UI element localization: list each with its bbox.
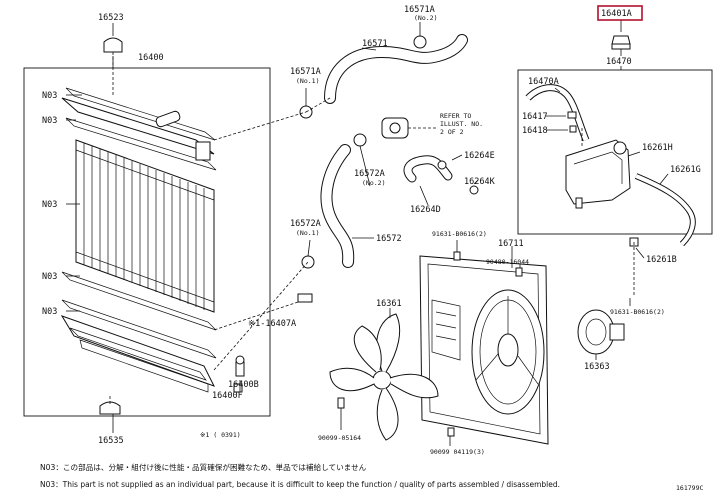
inlet-neck[interactable]	[195, 141, 211, 161]
label-16571: 16571	[362, 39, 388, 49]
drain-plug[interactable]	[233, 383, 243, 393]
radiator-assembly	[23, 37, 313, 417]
label-16261h: 16261H	[642, 143, 673, 153]
hose-clamp[interactable]	[437, 160, 447, 170]
label-16470a: 16470A	[528, 77, 559, 87]
hose-clamp[interactable]	[301, 255, 315, 269]
label-90099-05164: 90099-05164	[318, 434, 361, 442]
label-16261g: 16261G	[670, 165, 701, 175]
refer-text-1: REFER TO	[440, 112, 471, 120]
label-16264d: 16264D	[410, 205, 441, 215]
part-labels: 16523 16400 16571A (No.2) 16401A 16470 1…	[42, 5, 701, 456]
label-16400: 16400	[138, 53, 164, 63]
label-n03: N03	[42, 307, 57, 317]
label-16572a-no2: 16572A	[354, 169, 385, 179]
note-japanese: N03：この部品は、分解・組付け後に性能・品質確保が困難なため、単品では補給して…	[40, 462, 367, 472]
star-note: ※1 ( 0391)	[200, 431, 241, 439]
nut[interactable]	[337, 397, 345, 409]
footer-notes: N03：この部品は、分解・組付け後に性能・品質確保が困難なため、単品では補給して…	[40, 462, 703, 492]
radiator-core[interactable]	[75, 139, 215, 313]
label-91631-b0616-right: 91631-B0616(2)	[610, 308, 665, 316]
reservoir-group-frame	[517, 69, 713, 235]
hose-clamp[interactable]	[469, 185, 479, 195]
lower-support-cushion[interactable]	[99, 401, 121, 415]
label-16261b: 16261B	[646, 255, 677, 265]
highlight-box-16401a	[597, 5, 643, 21]
left-leaders	[66, 23, 241, 433]
diagram-id: 161799C	[676, 484, 703, 492]
fan-shroud-group	[329, 240, 631, 446]
label-n03: N03	[42, 200, 57, 210]
label-16571a-no2: 16571A	[404, 5, 435, 15]
label-n03: N03	[42, 91, 57, 101]
fan-blade[interactable]	[329, 313, 439, 441]
reservoir-cap[interactable]	[611, 35, 631, 45]
label-16264k: 16264K	[464, 177, 496, 187]
hose-clamp[interactable]	[353, 133, 367, 147]
refer-text-2: ILLUST. NO.	[440, 120, 483, 128]
label-16470: 16470	[606, 57, 632, 67]
label-90480-16044: 90480-16044	[486, 258, 529, 266]
label-16400f: 16400F	[212, 391, 243, 401]
label-16571a-no1: 16571A	[290, 67, 321, 77]
reservoir-tank[interactable]	[565, 139, 631, 205]
bolt[interactable]	[447, 427, 455, 437]
label-16264e: 16264E	[464, 151, 495, 161]
hose-clamp[interactable]	[413, 35, 427, 49]
label-16418: 16418	[522, 126, 548, 136]
label-16711: 16711	[498, 239, 524, 249]
label-16572a-no2-sub: (No.2)	[362, 179, 385, 187]
label-16361: 16361	[376, 299, 402, 309]
label-16407a: ※1-16407A	[248, 319, 296, 329]
bolt[interactable]	[453, 251, 461, 261]
label-16571a-no2-sub: (No.2)	[414, 14, 437, 22]
temp-switch[interactable]	[297, 293, 313, 303]
label-91631-b0616-top: 91631-B0616(2)	[432, 230, 487, 238]
radiator-group-frame	[23, 67, 271, 417]
label-16401a[interactable]: 16401A	[601, 9, 632, 19]
hose-leaders	[305, 22, 479, 257]
core-fins	[83, 143, 205, 310]
label-n03: N03	[42, 272, 57, 282]
label-16535: 16535	[98, 436, 124, 446]
label-16363: 16363	[584, 362, 610, 372]
bolt[interactable]	[569, 125, 577, 133]
note-english: N03：This part is not supplied as an indi…	[40, 480, 560, 489]
label-16400b: 16400B	[228, 380, 259, 390]
upper-support-cushion[interactable]	[103, 37, 123, 53]
refer-text-3: 2 OF 2	[440, 128, 464, 136]
upper-tank[interactable]	[61, 97, 215, 155]
label-16572: 16572	[376, 234, 402, 244]
fan-motor[interactable]	[577, 309, 615, 355]
label-16572a-no1-sub: (No.1)	[296, 229, 319, 237]
nut[interactable]	[515, 267, 523, 277]
label-16417: 16417	[522, 112, 548, 122]
label-n03: N03	[42, 116, 57, 126]
reservoir-group	[517, 20, 713, 296]
label-16523: 16523	[98, 13, 124, 23]
hoses	[213, 34, 479, 371]
label-16572a-no1: 16572A	[290, 219, 321, 229]
clip[interactable]	[567, 111, 577, 119]
label-90099-04119: 90099 04119(3)	[430, 448, 485, 456]
label-16571a-no1-sub: (No.1)	[296, 77, 319, 85]
